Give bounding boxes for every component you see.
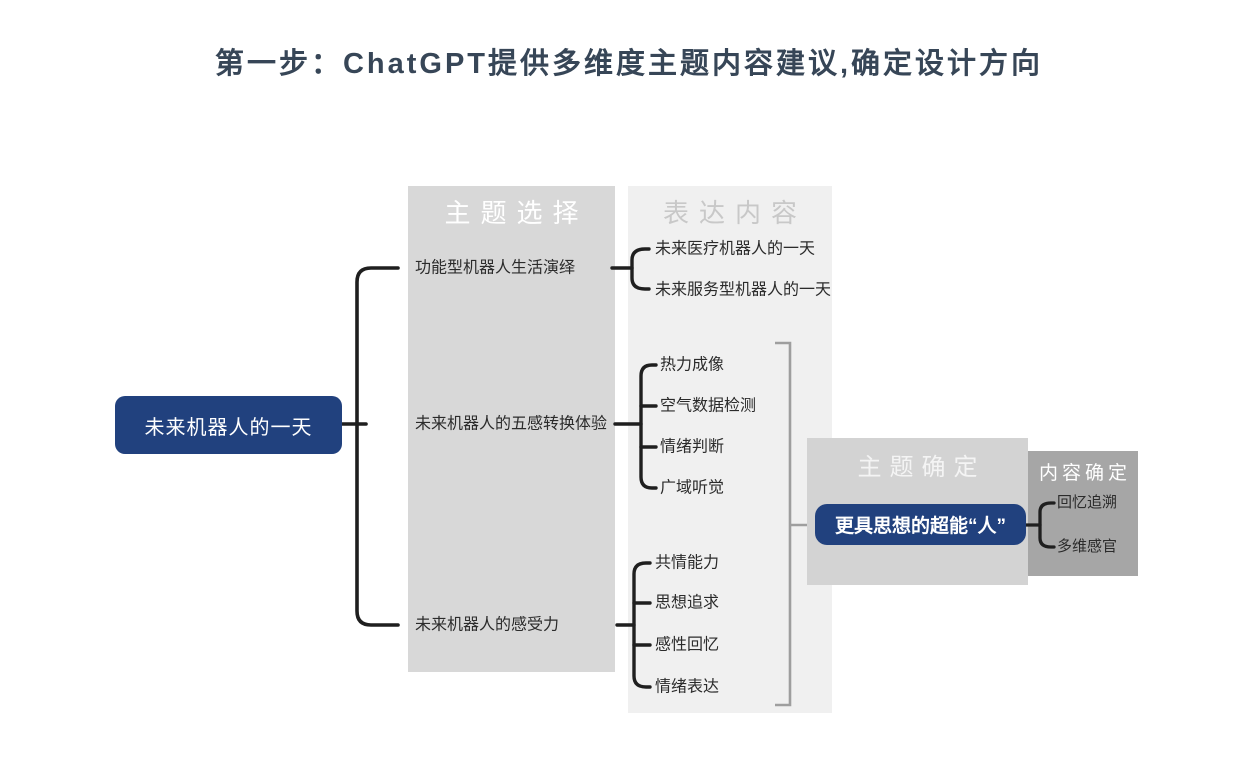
topic-selection-column: 主题选择 (408, 186, 615, 672)
content-final-header: 内容确定 (1038, 463, 1131, 484)
content-item-1: 回忆追溯 (1057, 494, 1118, 511)
expression-item-3-1: 共情能力 (655, 554, 720, 572)
expression-content-header: 表达内容 (662, 198, 807, 228)
content-final-box: 内容确定 (1028, 451, 1138, 576)
expression-item-1-2: 未来服务型机器人的一天 (655, 281, 832, 299)
theme-final-header: 主题确定 (857, 454, 986, 481)
topic-item-2: 未来机器人的五感转换体验 (415, 415, 608, 433)
topic-item-1: 功能型机器人生活演绎 (415, 259, 576, 277)
root-node: 未来机器人的一天 (115, 396, 342, 454)
final-theme-node: 更具思想的超能“人” (815, 504, 1026, 545)
root-bracket (340, 266, 400, 627)
expression-content-column: 表达内容 (628, 186, 832, 713)
expression-item-3-3: 感性回忆 (655, 636, 720, 654)
expression-item-2-4: 广域听觉 (660, 479, 725, 497)
expression-item-1-1: 未来医疗机器人的一天 (655, 240, 816, 258)
topic-item-3: 未来机器人的感受力 (415, 616, 560, 634)
expression-item-3-4: 情绪表达 (655, 678, 720, 696)
content-item-2: 多维感官 (1057, 538, 1118, 555)
expression-item-3-2: 思想追求 (655, 594, 720, 612)
page-title: 第一步：ChatGPT提供多维度主题内容建议,确定设计方向 (214, 48, 1044, 80)
expression-item-2-2: 空气数据检测 (660, 397, 757, 415)
topic-selection-header: 主题选择 (444, 198, 589, 228)
expression-item-2-3: 情绪判断 (660, 438, 725, 456)
expression-item-2-1: 热力成像 (660, 356, 725, 374)
